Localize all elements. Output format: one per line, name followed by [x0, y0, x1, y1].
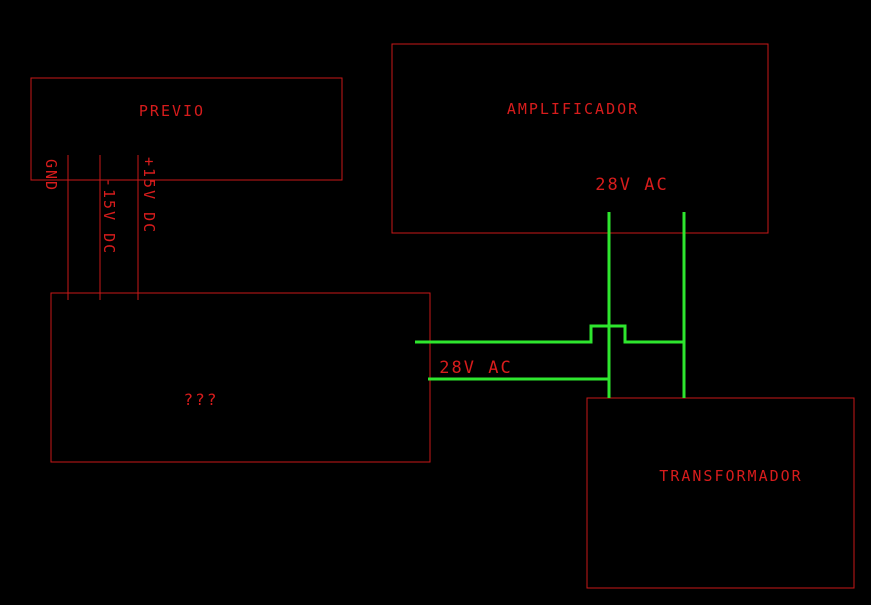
amp-ac-label: 28V AC: [595, 175, 668, 195]
amplificador-block: [391, 43, 769, 234]
gnd-label: GND: [42, 159, 60, 192]
previo-label: PREVIO: [139, 102, 205, 120]
previo-block: [30, 77, 343, 181]
mid-ac-label: 28V AC: [439, 358, 512, 378]
transformador-block: [586, 397, 855, 589]
amplificador-label: AMPLIFICADOR: [507, 100, 639, 118]
neg15-label: -15V DC: [100, 178, 118, 255]
unknown-label: ???: [184, 390, 219, 409]
transformador-label: TRANSFORMADOR: [659, 467, 802, 485]
pos15-label: +15V DC: [140, 157, 158, 234]
